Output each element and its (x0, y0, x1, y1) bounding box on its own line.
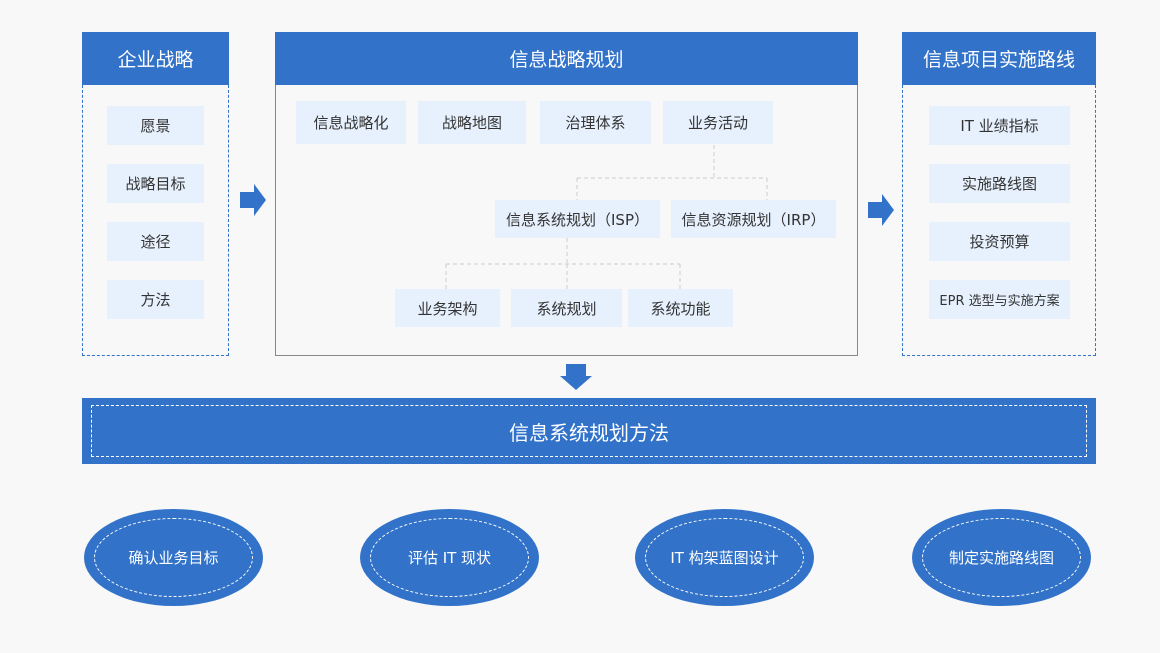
arrow-right-icon (240, 184, 266, 216)
banner-dashed-frame (91, 405, 1087, 457)
isp-box: 信息系统规划（ISP） (495, 200, 660, 238)
center-row1-item: 业务活动 (663, 101, 773, 144)
step-ellipse: 确认业务目标 (84, 509, 263, 606)
left-item: 愿景 (107, 106, 204, 145)
left-item: 途径 (107, 222, 204, 261)
step-label: 制定实施路线图 (948, 549, 1054, 567)
center-row1-item: 战略地图 (418, 101, 526, 144)
project-roadmap-panel (902, 85, 1096, 356)
left-item: 方法 (107, 280, 204, 319)
project-roadmap-header: 信息项目实施路线 (902, 32, 1096, 85)
arrow-down-icon (560, 364, 592, 390)
center-row3-item: 系统功能 (628, 289, 733, 327)
step-ellipse: 评估 IT 现状 (360, 509, 539, 606)
step-label: 确认业务目标 (128, 549, 219, 567)
step-label: 评估 IT 现状 (407, 549, 492, 567)
method-banner: 信息系统规划方法 (82, 398, 1096, 464)
arrow-right-icon (868, 194, 894, 226)
step-ellipse: IT 构架蓝图设计 (635, 509, 814, 606)
center-row1-item: 治理体系 (540, 101, 651, 144)
banner-title: 信息系统规划方法 (509, 420, 669, 445)
center-row3-item: 业务架构 (395, 289, 500, 327)
right-item: 投资预算 (929, 222, 1070, 261)
step-label: IT 构架蓝图设计 (670, 549, 779, 567)
right-item: IT 业绩指标 (929, 106, 1070, 145)
step-ellipse: 制定实施路线图 (912, 509, 1091, 606)
irp-box: 信息资源规划（IRP） (671, 200, 836, 238)
center-row1-item: 信息战略化 (296, 101, 406, 144)
left-item: 战略目标 (107, 164, 204, 203)
enterprise-strategy-header: 企业战略 (82, 32, 229, 85)
center-row3-item: 系统规划 (511, 289, 622, 327)
enterprise-strategy-panel (82, 85, 229, 356)
right-item: EPR 选型与实施方案 (929, 280, 1070, 319)
info-strategy-header: 信息战略规划 (275, 32, 858, 85)
right-item: 实施路线图 (929, 164, 1070, 203)
